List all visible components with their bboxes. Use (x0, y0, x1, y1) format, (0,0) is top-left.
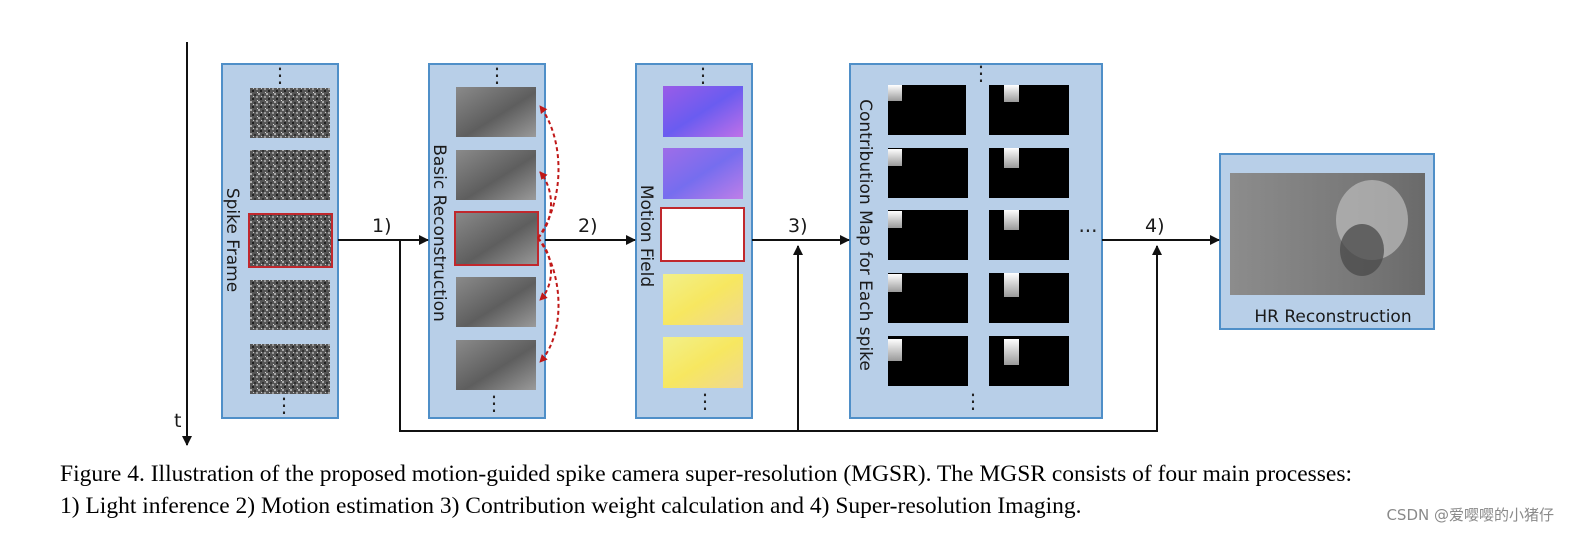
spike-frame-image (250, 344, 330, 394)
step-1-label: 1) (372, 215, 392, 237)
reconstruction-image-highlighted (454, 211, 539, 266)
ellipsis-bottom: ⋮ (484, 391, 504, 415)
spike-frame-image (250, 88, 330, 138)
ellipsis-top: ⋮ (487, 63, 507, 87)
flow-arrows (338, 235, 1220, 432)
caption-line-1: Figure 4. Illustration of the proposed m… (60, 461, 1353, 487)
ellipsis-top: ⋮ (270, 63, 290, 87)
time-axis: t (174, 42, 192, 446)
figure-caption: Figure 4. Illustration of the proposed m… (60, 458, 1560, 522)
reconstruction-image (456, 87, 536, 137)
hr-reconstruction-label: HR Reconstruction (1254, 307, 1411, 327)
ellipsis-horizontal: ··· (1078, 219, 1097, 243)
contribution-map-image (989, 148, 1069, 198)
contribution-map-image (989, 336, 1069, 386)
spike-frame-image-highlighted (248, 213, 333, 268)
contribution-map-grid (888, 85, 1069, 386)
ellipsis-bottom: ⋮ (963, 389, 983, 413)
basic-reconstruction-panel: ⋮ ⋮ Basic Reconstruction (428, 63, 560, 419)
time-axis-label: t (174, 410, 181, 432)
mgsr-pipeline-diagram: t ⋮ ⋮ Spike Frame ⋮ ⋮ Basic Reconstructi… (174, 42, 1435, 446)
hr-reconstruction-panel: HR Reconstruction (1219, 153, 1435, 330)
step-3-label: 3) (788, 215, 808, 237)
motion-field-label: Motion Field (636, 185, 656, 287)
ellipsis-bottom: ⋮ (695, 389, 715, 413)
contribution-map-image (989, 273, 1069, 323)
caption-line-2: 1) Light inference 2) Motion estimation … (60, 493, 1082, 519)
spike-frame-image (250, 150, 330, 200)
basic-reconstruction-label: Basic Reconstruction (429, 144, 449, 322)
spike-frame-panel: ⋮ ⋮ Spike Frame (221, 63, 339, 419)
step-4-label: 4) (1145, 215, 1165, 237)
motion-dashed-arrows (537, 105, 560, 363)
ellipsis-bottom: ⋮ (274, 393, 294, 417)
contribution-map-label: Contribution Map for Each spike (855, 99, 875, 371)
motion-field-image (663, 148, 743, 199)
ellipsis-top: ⋮ (693, 63, 713, 87)
contribution-map-image (989, 85, 1069, 135)
step-2-label: 2) (578, 215, 598, 237)
reconstruction-image (456, 150, 536, 200)
watermark: CSDN @爱嘤嘤的小猪仔 (1386, 506, 1554, 524)
motion-field-image (663, 337, 743, 388)
ellipsis-top: ⋮ (971, 61, 991, 85)
spike-frame-label: Spike Frame (222, 188, 242, 292)
motion-field-panel: ⋮ ⋮ Motion Field (635, 63, 753, 419)
contribution-map-image (989, 210, 1069, 260)
motion-field-image (663, 274, 743, 325)
reconstruction-image (456, 340, 536, 390)
reconstruction-image (456, 277, 536, 327)
motion-field-image (663, 86, 743, 137)
contribution-map-panel: ⋮ ⋮ Contribution Map for Each spike (849, 61, 1103, 419)
motion-field-image-highlighted (660, 207, 745, 262)
spike-frame-image (250, 280, 330, 330)
